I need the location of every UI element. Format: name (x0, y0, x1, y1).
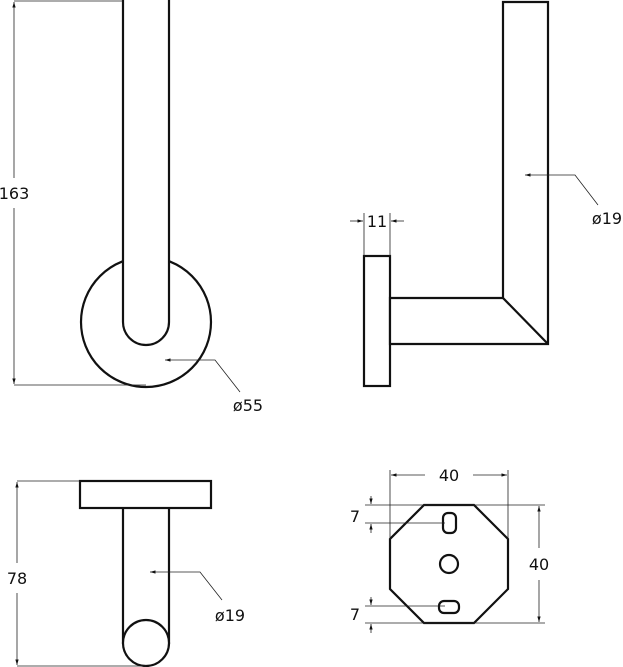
side-view: 11 ø19 (350, 0, 622, 388)
diameter-dimension: ø55 (233, 396, 263, 415)
top-view: 78 ø19 (7, 479, 245, 667)
bent-tube (388, 0, 550, 346)
width-dimension: 40 (439, 466, 459, 485)
height-dimension: 40 (529, 555, 549, 574)
thickness-dimension: 11 (367, 212, 387, 231)
flange-side (362, 254, 392, 388)
tube-end-circle (121, 618, 171, 667)
center-hole (438, 553, 460, 575)
base-plate-view: 40 40 7 7 (350, 466, 549, 633)
diameter-dimension: ø19 (592, 209, 622, 228)
flange-top (78, 479, 213, 510)
diameter-dimension: ø19 (215, 606, 245, 625)
top-slot-dimension: 7 (350, 507, 360, 526)
height-dimension: 78 (7, 569, 27, 588)
bottom-slot (437, 599, 461, 615)
vertical-tube (121, 0, 171, 347)
front-view: 163 ø55 (0, 0, 263, 415)
bottom-slot-dimension: 7 (350, 605, 360, 624)
height-dimension: 163 (0, 184, 29, 203)
